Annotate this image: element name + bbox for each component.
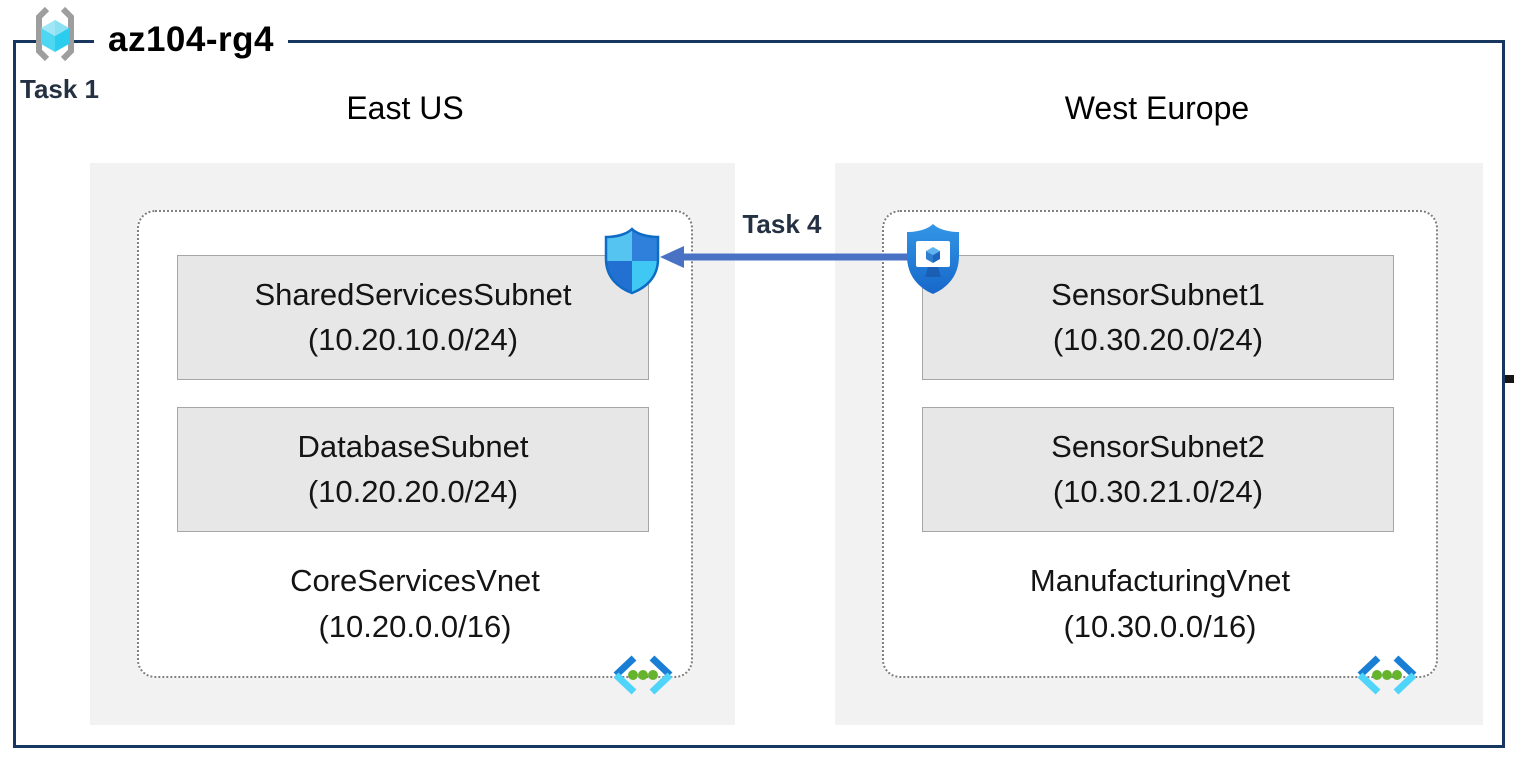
subnet-sensor2: SensorSubnet2 (10.30.21.0/24) bbox=[922, 407, 1394, 532]
edge-tick-mark bbox=[1505, 375, 1514, 383]
vnet-caption-manufacturing: ManufacturingVnet (10.30.0.0/16) bbox=[882, 558, 1438, 650]
subnet-cidr: (10.30.20.0/24) bbox=[1052, 321, 1264, 357]
subnet-name: SensorSubnet2 bbox=[1051, 429, 1265, 465]
subnet-cidr: (10.30.21.0/24) bbox=[1052, 473, 1264, 509]
subnet-name: SharedServicesSubnet bbox=[254, 277, 572, 313]
virtual-network-icon bbox=[1357, 655, 1417, 695]
task1-label: Task 1 bbox=[20, 74, 100, 104]
virtual-network-icon bbox=[613, 655, 673, 695]
region-label-west-europe: West Europe bbox=[1064, 90, 1250, 126]
nsg-shield-icon bbox=[604, 227, 660, 295]
vnet-name: ManufacturingVnet bbox=[1029, 563, 1291, 598]
subnet-name: SensorSubnet1 bbox=[1051, 277, 1265, 313]
task4-label: Task 4 bbox=[742, 209, 822, 239]
subnet-sensor1: SensorSubnet1 (10.30.20.0/24) bbox=[922, 255, 1394, 380]
subnet-sharedservices: SharedServicesSubnet (10.20.10.0/24) bbox=[177, 255, 649, 380]
region-label-east-us: East US bbox=[346, 90, 464, 126]
peering-arrow bbox=[660, 246, 908, 268]
subnet-database: DatabaseSubnet (10.20.20.0/24) bbox=[177, 407, 649, 532]
resource-group-boundary bbox=[13, 40, 1505, 748]
vnet-cidr: (10.20.0.0/16) bbox=[318, 609, 512, 644]
vnet-caption-coreservices: CoreServicesVnet (10.20.0.0/16) bbox=[137, 558, 693, 650]
subnet-name: DatabaseSubnet bbox=[297, 429, 529, 465]
subnet-cidr: (10.20.10.0/24) bbox=[307, 321, 519, 357]
page-title: az104-rg4 bbox=[94, 17, 288, 63]
vnet-name: CoreServicesVnet bbox=[290, 563, 540, 598]
vnet-cidr: (10.30.0.0/16) bbox=[1063, 609, 1257, 644]
vm-shield-icon bbox=[907, 224, 959, 294]
resource-group-icon bbox=[36, 6, 74, 62]
subnet-cidr: (10.20.20.0/24) bbox=[307, 473, 519, 509]
